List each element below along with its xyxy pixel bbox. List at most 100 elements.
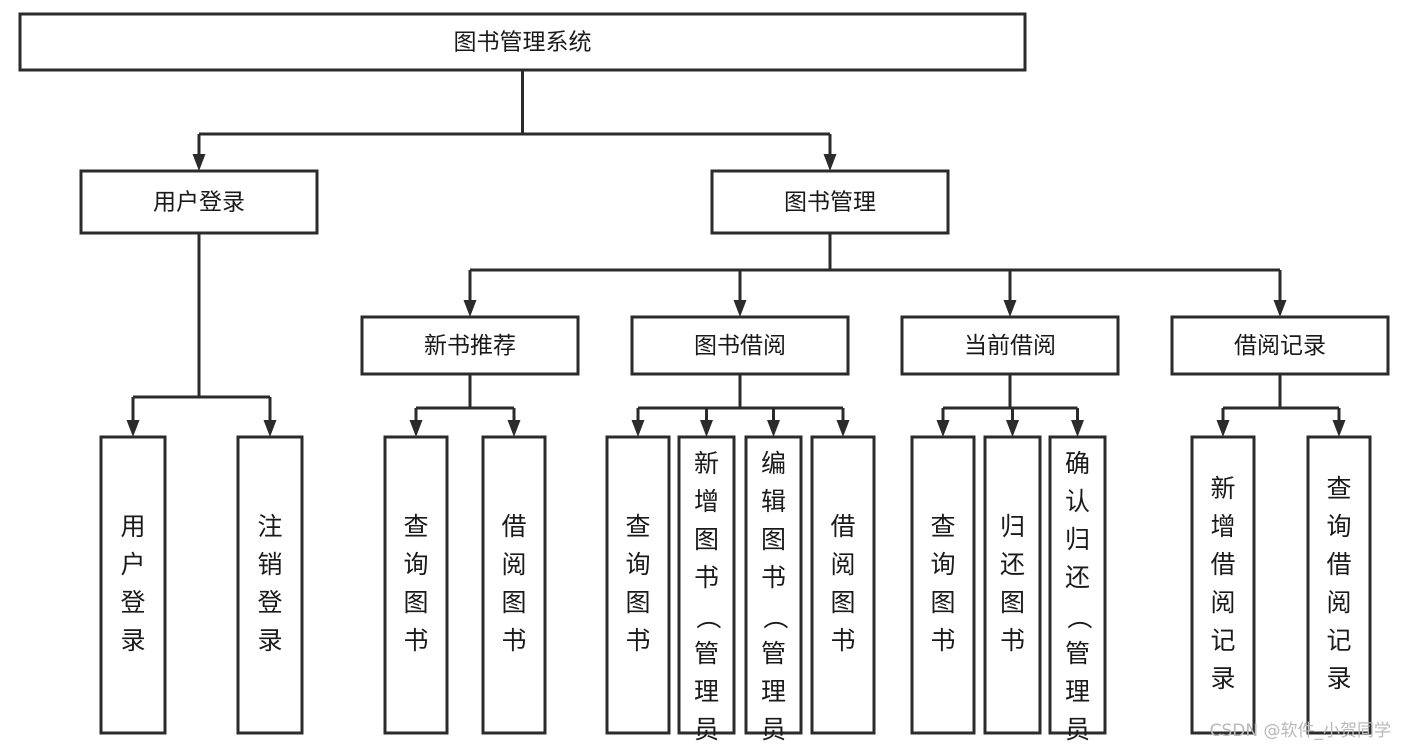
arrow-head-icon <box>1332 420 1346 437</box>
node-label-char: 书 <box>403 626 428 655</box>
node-label-char: 记 <box>1210 626 1235 655</box>
node-label-char: 录 <box>120 626 145 655</box>
node-label-char: （ <box>761 604 790 629</box>
node-label-char: 登 <box>120 588 145 617</box>
node-box-leaf-borrow-book[interactable] <box>810 435 876 735</box>
node-box-borrow-records[interactable] <box>1170 315 1390 376</box>
node-label-char: 书 <box>694 563 719 592</box>
node-leaf-user-login[interactable]: 用户登录 <box>99 435 167 735</box>
node-label-char: 阅 <box>501 550 526 579</box>
node-box-leaf-return-book[interactable] <box>983 435 1042 735</box>
node-current-borrow[interactable]: 当前借阅 <box>900 315 1120 376</box>
node-box-leaf-logout[interactable] <box>236 435 304 735</box>
node-label-char: 编 <box>761 449 786 478</box>
node-box-leaf-query-book-recommend[interactable] <box>383 435 449 735</box>
node-label-char: 借 <box>830 512 855 541</box>
node-label-char: 还 <box>1065 563 1090 592</box>
node-box-new-book-recommend[interactable] <box>360 315 580 376</box>
node-label-char: 借 <box>1326 550 1351 579</box>
node-label-char: 书 <box>501 626 526 655</box>
node-label-char: 理 <box>761 677 786 706</box>
node-box-leaf-add-book-admin[interactable] <box>677 435 736 735</box>
node-box-leaf-borrow-book-recommend[interactable] <box>481 435 547 735</box>
node-box-leaf-query-book-current[interactable] <box>910 435 976 735</box>
arrow-head-icon <box>126 420 140 437</box>
node-label-char: （ <box>694 604 723 629</box>
node-label-char: 员 <box>1065 715 1090 744</box>
node-label-char: 图 <box>1000 588 1025 617</box>
node-box-user-login[interactable] <box>79 169 319 235</box>
node-box-leaf-add-borrow-record[interactable] <box>1190 435 1256 735</box>
arrow-head-icon <box>700 420 713 437</box>
node-label-char: 阅 <box>830 550 855 579</box>
node-label-char: 图 <box>403 588 428 617</box>
node-label-char: 还 <box>1000 550 1025 579</box>
node-label-char: 阅 <box>1210 588 1235 617</box>
connector-new-book-recommend-to-leaves <box>409 374 521 437</box>
arrow-head-icon <box>1006 420 1019 437</box>
node-label-char: 图 <box>830 588 855 617</box>
node-label-char: 阅 <box>1326 588 1351 617</box>
node-label-char: 书 <box>830 626 855 655</box>
node-label-char: 用 <box>120 512 145 541</box>
node-box-leaf-query-book-borrow[interactable] <box>605 435 671 735</box>
node-root[interactable]: 图书管理系统 <box>18 12 1027 72</box>
node-box-leaf-user-login[interactable] <box>99 435 167 735</box>
node-label-char: 记 <box>1326 626 1351 655</box>
arrow-head-icon <box>1003 300 1017 317</box>
arrow-head-icon <box>733 300 747 317</box>
node-label-char: 确 <box>1065 449 1090 478</box>
node-label-char: 图 <box>501 588 526 617</box>
node-label-char: 增 <box>1210 512 1235 541</box>
node-box-leaf-edit-book-admin[interactable] <box>744 435 803 735</box>
node-box-leaf-confirm-return-admin[interactable] <box>1048 435 1107 735</box>
node-borrow-records[interactable]: 借阅记录 <box>1170 315 1390 376</box>
node-label-char: 图 <box>930 588 955 617</box>
node-label-char: 询 <box>1326 512 1351 541</box>
node-label-char: 书 <box>625 626 650 655</box>
node-label-new-book-recommend: 新书推荐 <box>424 333 516 359</box>
node-label-char: 录 <box>1326 664 1351 693</box>
connector-borrow-records-to-leaves <box>1216 374 1346 437</box>
arrow-head-icon <box>836 420 850 437</box>
node-label-char: 员 <box>761 715 786 744</box>
node-user-login[interactable]: 用户登录 <box>79 169 319 235</box>
node-new-book-recommend[interactable]: 新书推荐 <box>360 315 580 376</box>
watermark-text: CSDN @软件_小贺同学 <box>1209 721 1391 741</box>
node-label-char: 理 <box>694 677 719 706</box>
node-box-leaf-query-borrow-record[interactable] <box>1306 435 1372 735</box>
node-label-char: 查 <box>1326 474 1351 503</box>
node-label-char: 书 <box>930 626 955 655</box>
arrow-head-icon <box>1273 300 1287 317</box>
arrow-head-icon <box>936 420 950 437</box>
node-label-char: 归 <box>1065 525 1090 554</box>
node-box-book-borrow[interactable] <box>630 315 850 376</box>
node-book-management[interactable]: 图书管理 <box>710 169 950 235</box>
arrow-head-icon <box>1071 420 1084 437</box>
node-label-char: 书 <box>1000 626 1025 655</box>
arrow-head-icon <box>263 420 277 437</box>
node-label-char: 注 <box>257 512 282 541</box>
node-label-char: 理 <box>1065 677 1090 706</box>
node-box-root[interactable] <box>18 12 1027 72</box>
node-box-current-borrow[interactable] <box>900 315 1120 376</box>
node-book-borrow[interactable]: 图书借阅 <box>630 315 850 376</box>
node-label-char: 新 <box>1210 474 1235 503</box>
node-label-char: 管 <box>1065 639 1090 668</box>
node-label-char: 查 <box>930 512 955 541</box>
node-box-book-management[interactable] <box>710 169 950 235</box>
